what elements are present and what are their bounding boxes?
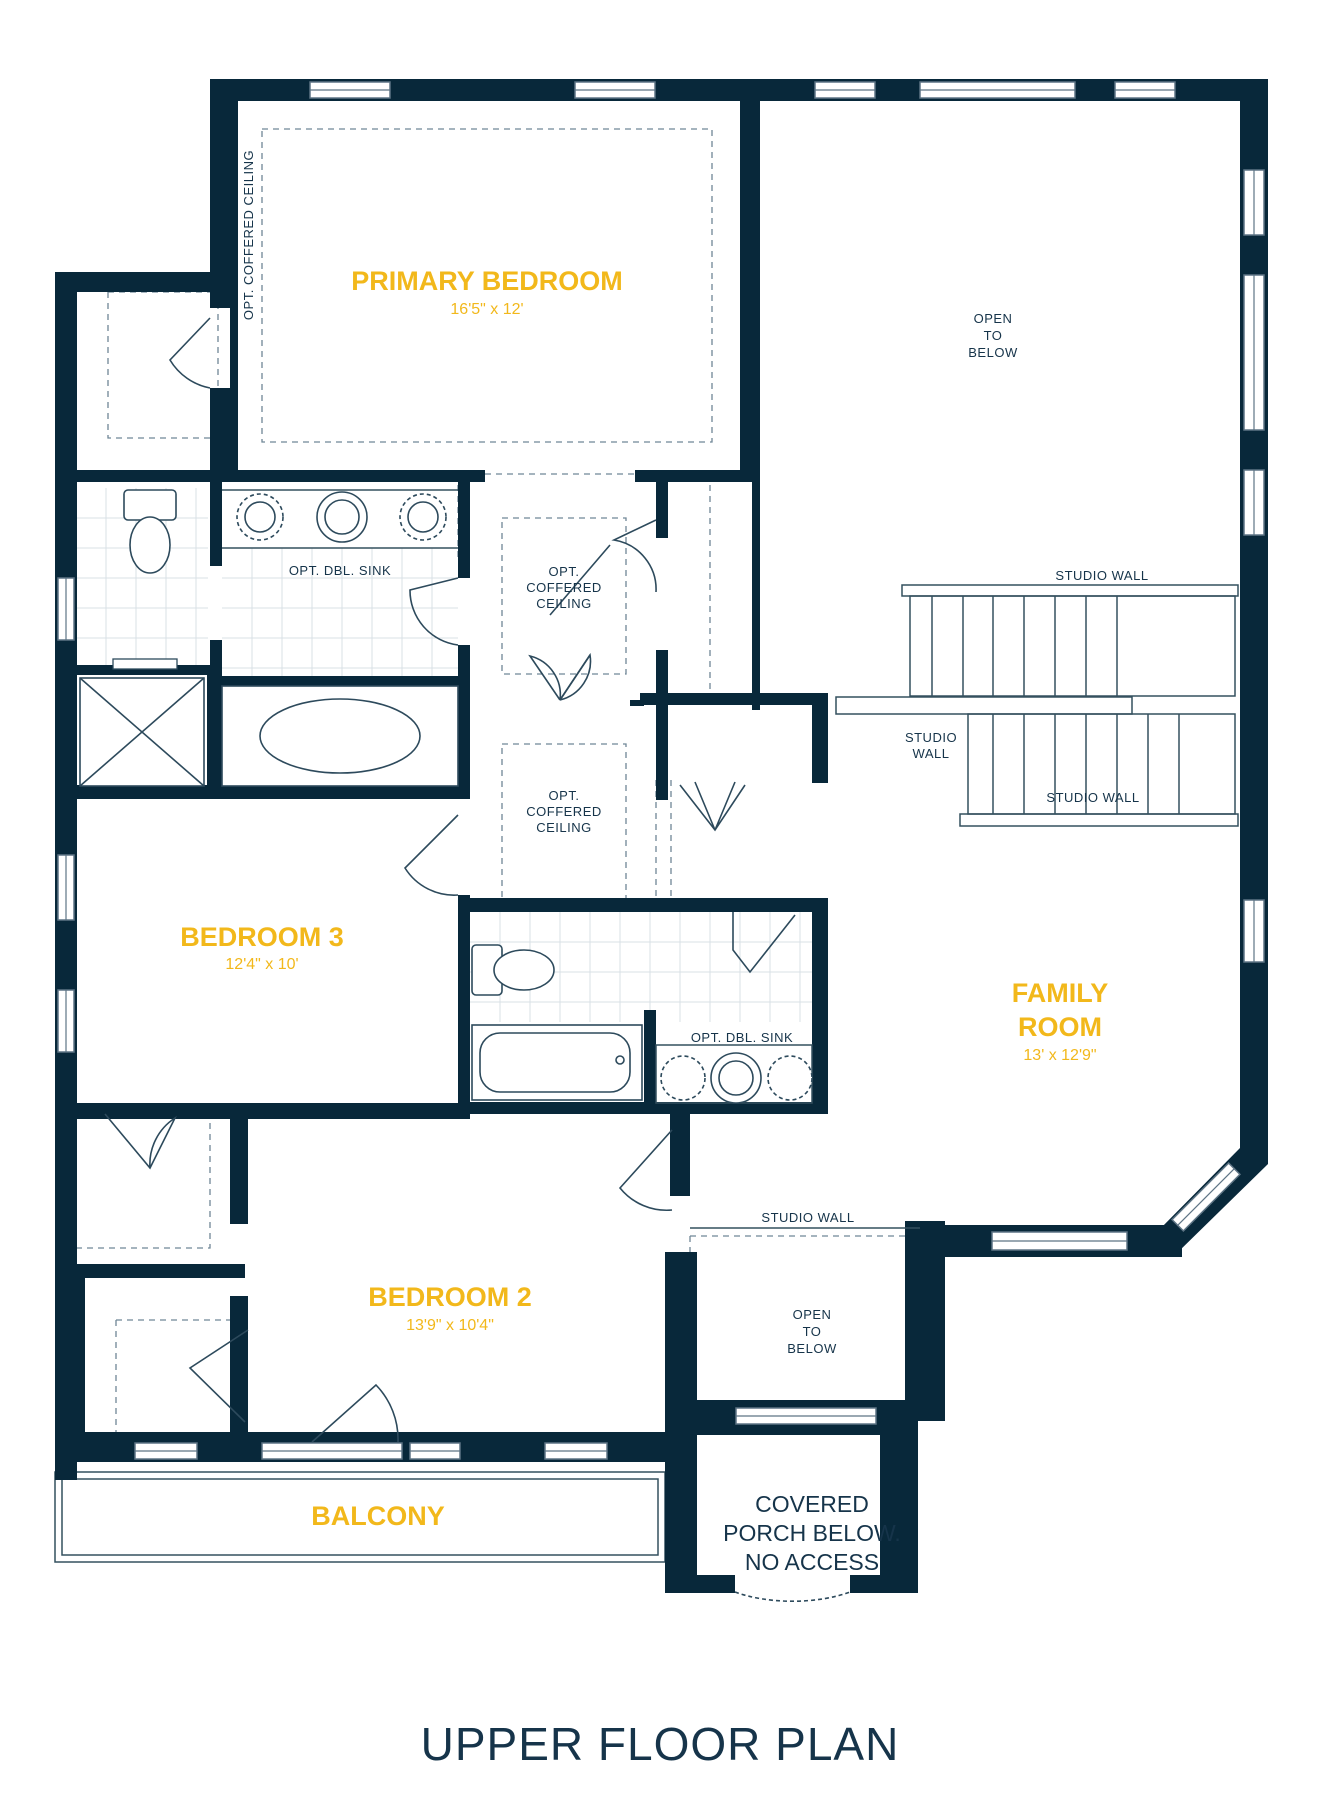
doors [104, 317, 851, 1603]
covered-porch-line3: NO ACCESS [745, 1549, 879, 1575]
open-to-below-top-line2: TO [984, 328, 1003, 343]
toilet-bowl [129, 516, 171, 574]
coffered-2-line1: OPT. [549, 788, 580, 803]
coffered-1-line2: COFFERED [526, 580, 602, 595]
bedroom-2-label: BEDROOM 2 [368, 1282, 532, 1312]
coffered-2-line2: COFFERED [526, 804, 602, 819]
fixtures [79, 489, 813, 1104]
primary-bedroom-label: PRIMARY BEDROOM [351, 266, 623, 296]
bedroom-2-size: 13'9" x 10'4" [406, 1317, 494, 1334]
studio-wall-bottom-note: STUDIO WALL [761, 1210, 854, 1225]
family-room-size: 13' x 12'9" [1023, 1047, 1096, 1064]
open-to-below-bottom-line2: TO [803, 1324, 822, 1339]
coffered-2-line3: CEILING [536, 820, 592, 835]
coffered-1-line1: OPT. [549, 564, 580, 579]
balcony-label: BALCONY [311, 1501, 445, 1531]
open-to-below-bottom-line1: OPEN [793, 1307, 832, 1322]
open-to-below-top-line1: OPEN [974, 311, 1013, 326]
open-to-below-top-line3: BELOW [968, 345, 1018, 360]
tile-grid [76, 488, 812, 1022]
plan-title: UPPER FLOOR PLAN [421, 1718, 900, 1770]
plan-notes: OPT. COFFERED CEILING OPEN TO BELOW OPT.… [241, 150, 1148, 1575]
studio-wall-stairs-note: STUDIO WALL [1046, 790, 1139, 805]
walls [55, 79, 1268, 1593]
studio-wall-top-note: STUDIO WALL [1055, 568, 1148, 583]
bedroom-3-size: 12'4" x 10' [225, 956, 298, 973]
room-labels: PRIMARY BEDROOM 16'5" x 12' BEDROOM 3 12… [180, 266, 1108, 1531]
covered-porch-line2: PORCH BELOW. [723, 1520, 901, 1546]
dbl-sink-hall-note: OPT. DBL. SINK [691, 1030, 793, 1045]
staircase [835, 584, 1239, 827]
open-to-below-bottom-line3: BELOW [787, 1341, 837, 1356]
coffered-ceiling-vertical-note: OPT. COFFERED CEILING [241, 150, 256, 320]
covered-porch-line1: COVERED [755, 1491, 869, 1517]
windows [57, 81, 1265, 1460]
studio-wall-mid-line2: WALL [913, 746, 950, 761]
studio-wall-mid-line1: STUDIO [905, 730, 957, 745]
family-room-label-line1: FAMILY [1012, 978, 1109, 1008]
primary-bedroom-size: 16'5" x 12' [450, 301, 523, 318]
bedroom-3-label: BEDROOM 3 [180, 922, 344, 952]
dbl-sink-primary-note: OPT. DBL. SINK [289, 563, 391, 578]
family-room-label-line2: ROOM [1018, 1012, 1102, 1042]
toilet-tank [123, 489, 177, 521]
coffered-1-line3: CEILING [536, 596, 592, 611]
